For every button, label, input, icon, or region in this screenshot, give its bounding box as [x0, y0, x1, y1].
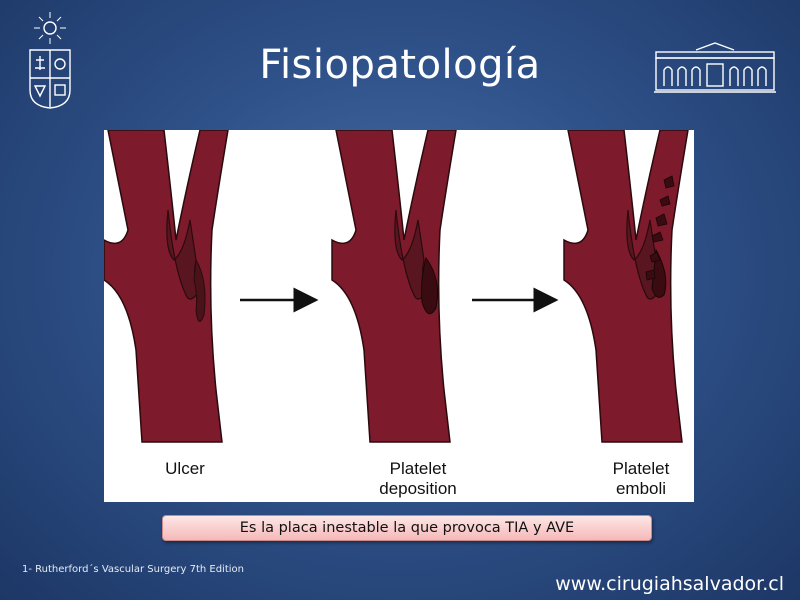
reference-text: 1- Rutherford´s Vascular Surgery 7th Edi… — [22, 564, 244, 575]
stage-label-line: deposition — [379, 479, 457, 498]
artery-platelet-deposition — [331, 130, 457, 443]
artery-ulcer — [104, 130, 229, 443]
caption-box: Es la placa inestable la que provoca TIA… — [162, 515, 652, 541]
stage-label-line: emboli — [615, 479, 667, 498]
university-seal-icon — [22, 10, 78, 110]
stage-label-line: Platelet — [389, 459, 447, 478]
page-title: Fisiopatología — [259, 42, 541, 88]
stage-label-platelet-deposition: Platelet deposition — [358, 459, 478, 499]
stage-label-platelet-emboli: Platelet emboli — [586, 459, 696, 499]
website-link[interactable]: www.cirugiahsalvador.cl — [555, 573, 784, 595]
stage-label-line: Platelet — [612, 459, 670, 478]
stage-label-ulcer: Ulcer — [140, 459, 230, 479]
stage-label-line: Ulcer — [165, 459, 205, 478]
hospital-building-icon — [652, 40, 778, 96]
pathophysiology-figure: Ulcer Platelet deposition Platelet embol… — [104, 130, 694, 502]
artery-platelet-emboli — [563, 130, 689, 443]
